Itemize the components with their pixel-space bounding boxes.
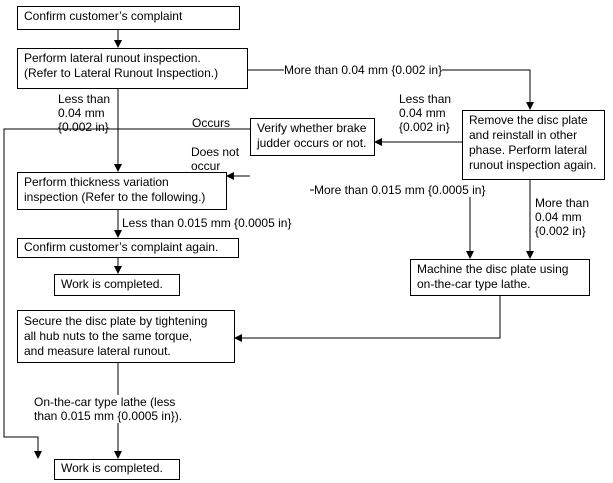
confirm-again-box: Confirm customer’s complaint again. xyxy=(17,238,239,258)
confirm-complaint-box: Confirm customer’s complaint xyxy=(17,6,240,30)
label-more-than-004-b: More than 0.04 mm {0.002 in} xyxy=(535,196,590,238)
thickness-variation-box: Perform thickness variation inspection (… xyxy=(17,172,227,210)
label-less-than-004-a: Less than 0.04 mm {0.002 in} xyxy=(58,92,111,134)
label-does-not-occur: Does not occur xyxy=(191,145,240,173)
remove-reinstall-box: Remove the disc plate and reinstall in o… xyxy=(462,110,605,180)
arrow-machine-to-secure xyxy=(234,296,501,342)
label-lathe-less-than: On-the-car type lathe (less than 0.015 m… xyxy=(34,395,183,423)
label-more-than-0015: More than 0.015 mm {0.0005 in} xyxy=(314,183,486,197)
work-completed-box-2: Work is completed. xyxy=(54,459,180,480)
verify-judder-box: Verify whether brake judder occurs or no… xyxy=(250,118,375,156)
arrow-verify-occurs xyxy=(3,128,250,459)
arrow-thickness-to-machine xyxy=(310,189,474,259)
label-less-than-004-b: Less than 0.04 mm {0.002 in} xyxy=(399,92,452,134)
label-occurs: Occurs xyxy=(192,116,231,130)
machine-disc-box: Machine the disc plate using on-the-car … xyxy=(410,259,590,296)
label-less-than-0015: Less than 0.015 mm {0.0005 in} xyxy=(122,216,292,230)
lateral-runout-box: Perform lateral runout inspection. (Refe… xyxy=(17,48,248,89)
label-more-than-004-a: More than 0.04 mm {0.002 in} xyxy=(284,63,443,77)
secure-disc-box: Secure the disc plate by tightening all … xyxy=(17,310,235,363)
work-completed-box-1: Work is completed. xyxy=(54,274,180,296)
